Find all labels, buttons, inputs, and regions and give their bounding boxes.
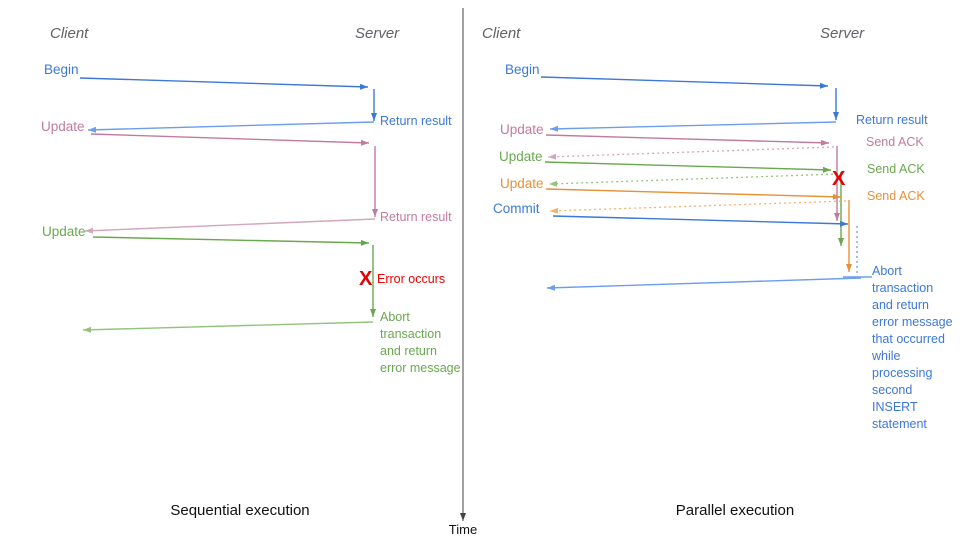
right-update-2-label: Update — [499, 149, 543, 164]
left-server-header: Server — [355, 25, 400, 42]
left-return-result-1-arrow — [87, 121, 375, 133]
right-client-header: Client — [482, 25, 521, 42]
time-label: Time — [448, 522, 478, 537]
right-abort-message: Abort transaction and return error messa… — [872, 264, 953, 431]
right-return-result-arrow — [549, 121, 837, 132]
right-begin-request-arrow — [540, 76, 829, 89]
left-return-result-2-arrow — [84, 218, 376, 234]
right-ack2-arrow — [548, 173, 839, 187]
right-send-ack-2-label: Send ACK — [867, 162, 925, 176]
right-update3-request-arrow — [545, 188, 842, 200]
right-error-x-icon: X — [832, 168, 846, 190]
left-abort-message: Abort transaction and return error messa… — [380, 310, 461, 375]
left-error-x-icon: X — [359, 268, 373, 290]
right-server-header: Server — [820, 25, 865, 42]
right-begin-label: Begin — [505, 62, 540, 77]
left-caption: Sequential execution — [170, 502, 310, 519]
left-begin-label: Begin — [44, 62, 79, 77]
right-return-result-label: Return result — [856, 113, 928, 127]
right-commit-request-arrow — [552, 215, 849, 227]
left-update2-request-arrow — [92, 236, 370, 246]
right-caption: Parallel execution — [675, 502, 795, 519]
left-update-2-label: Update — [42, 224, 86, 239]
right-send-ack-1-label: Send ACK — [866, 135, 924, 149]
left-update-1-label: Update — [41, 119, 85, 134]
right-send-ack-3-label: Send ACK — [867, 189, 925, 203]
right-update2-request-arrow — [544, 161, 832, 173]
right-ack1-arrow — [547, 146, 835, 160]
right-update1-request-arrow — [545, 134, 830, 146]
right-commit-label: Commit — [493, 201, 540, 216]
right-abort-response-arrow — [546, 277, 862, 291]
left-error-occurs-label: Error occurs — [377, 272, 446, 286]
left-return-result-1-label: Return result — [380, 114, 452, 128]
right-ack3-arrow — [549, 200, 847, 214]
right-update-1-label: Update — [500, 122, 544, 137]
left-client-header: Client — [50, 25, 89, 42]
left-return-result-2-label: Return result — [380, 210, 452, 224]
right-update-3-label: Update — [500, 176, 544, 191]
left-begin-request-arrow — [79, 77, 369, 90]
left-update-request-arrow — [90, 133, 370, 146]
left-abort-response-arrow — [82, 321, 374, 333]
